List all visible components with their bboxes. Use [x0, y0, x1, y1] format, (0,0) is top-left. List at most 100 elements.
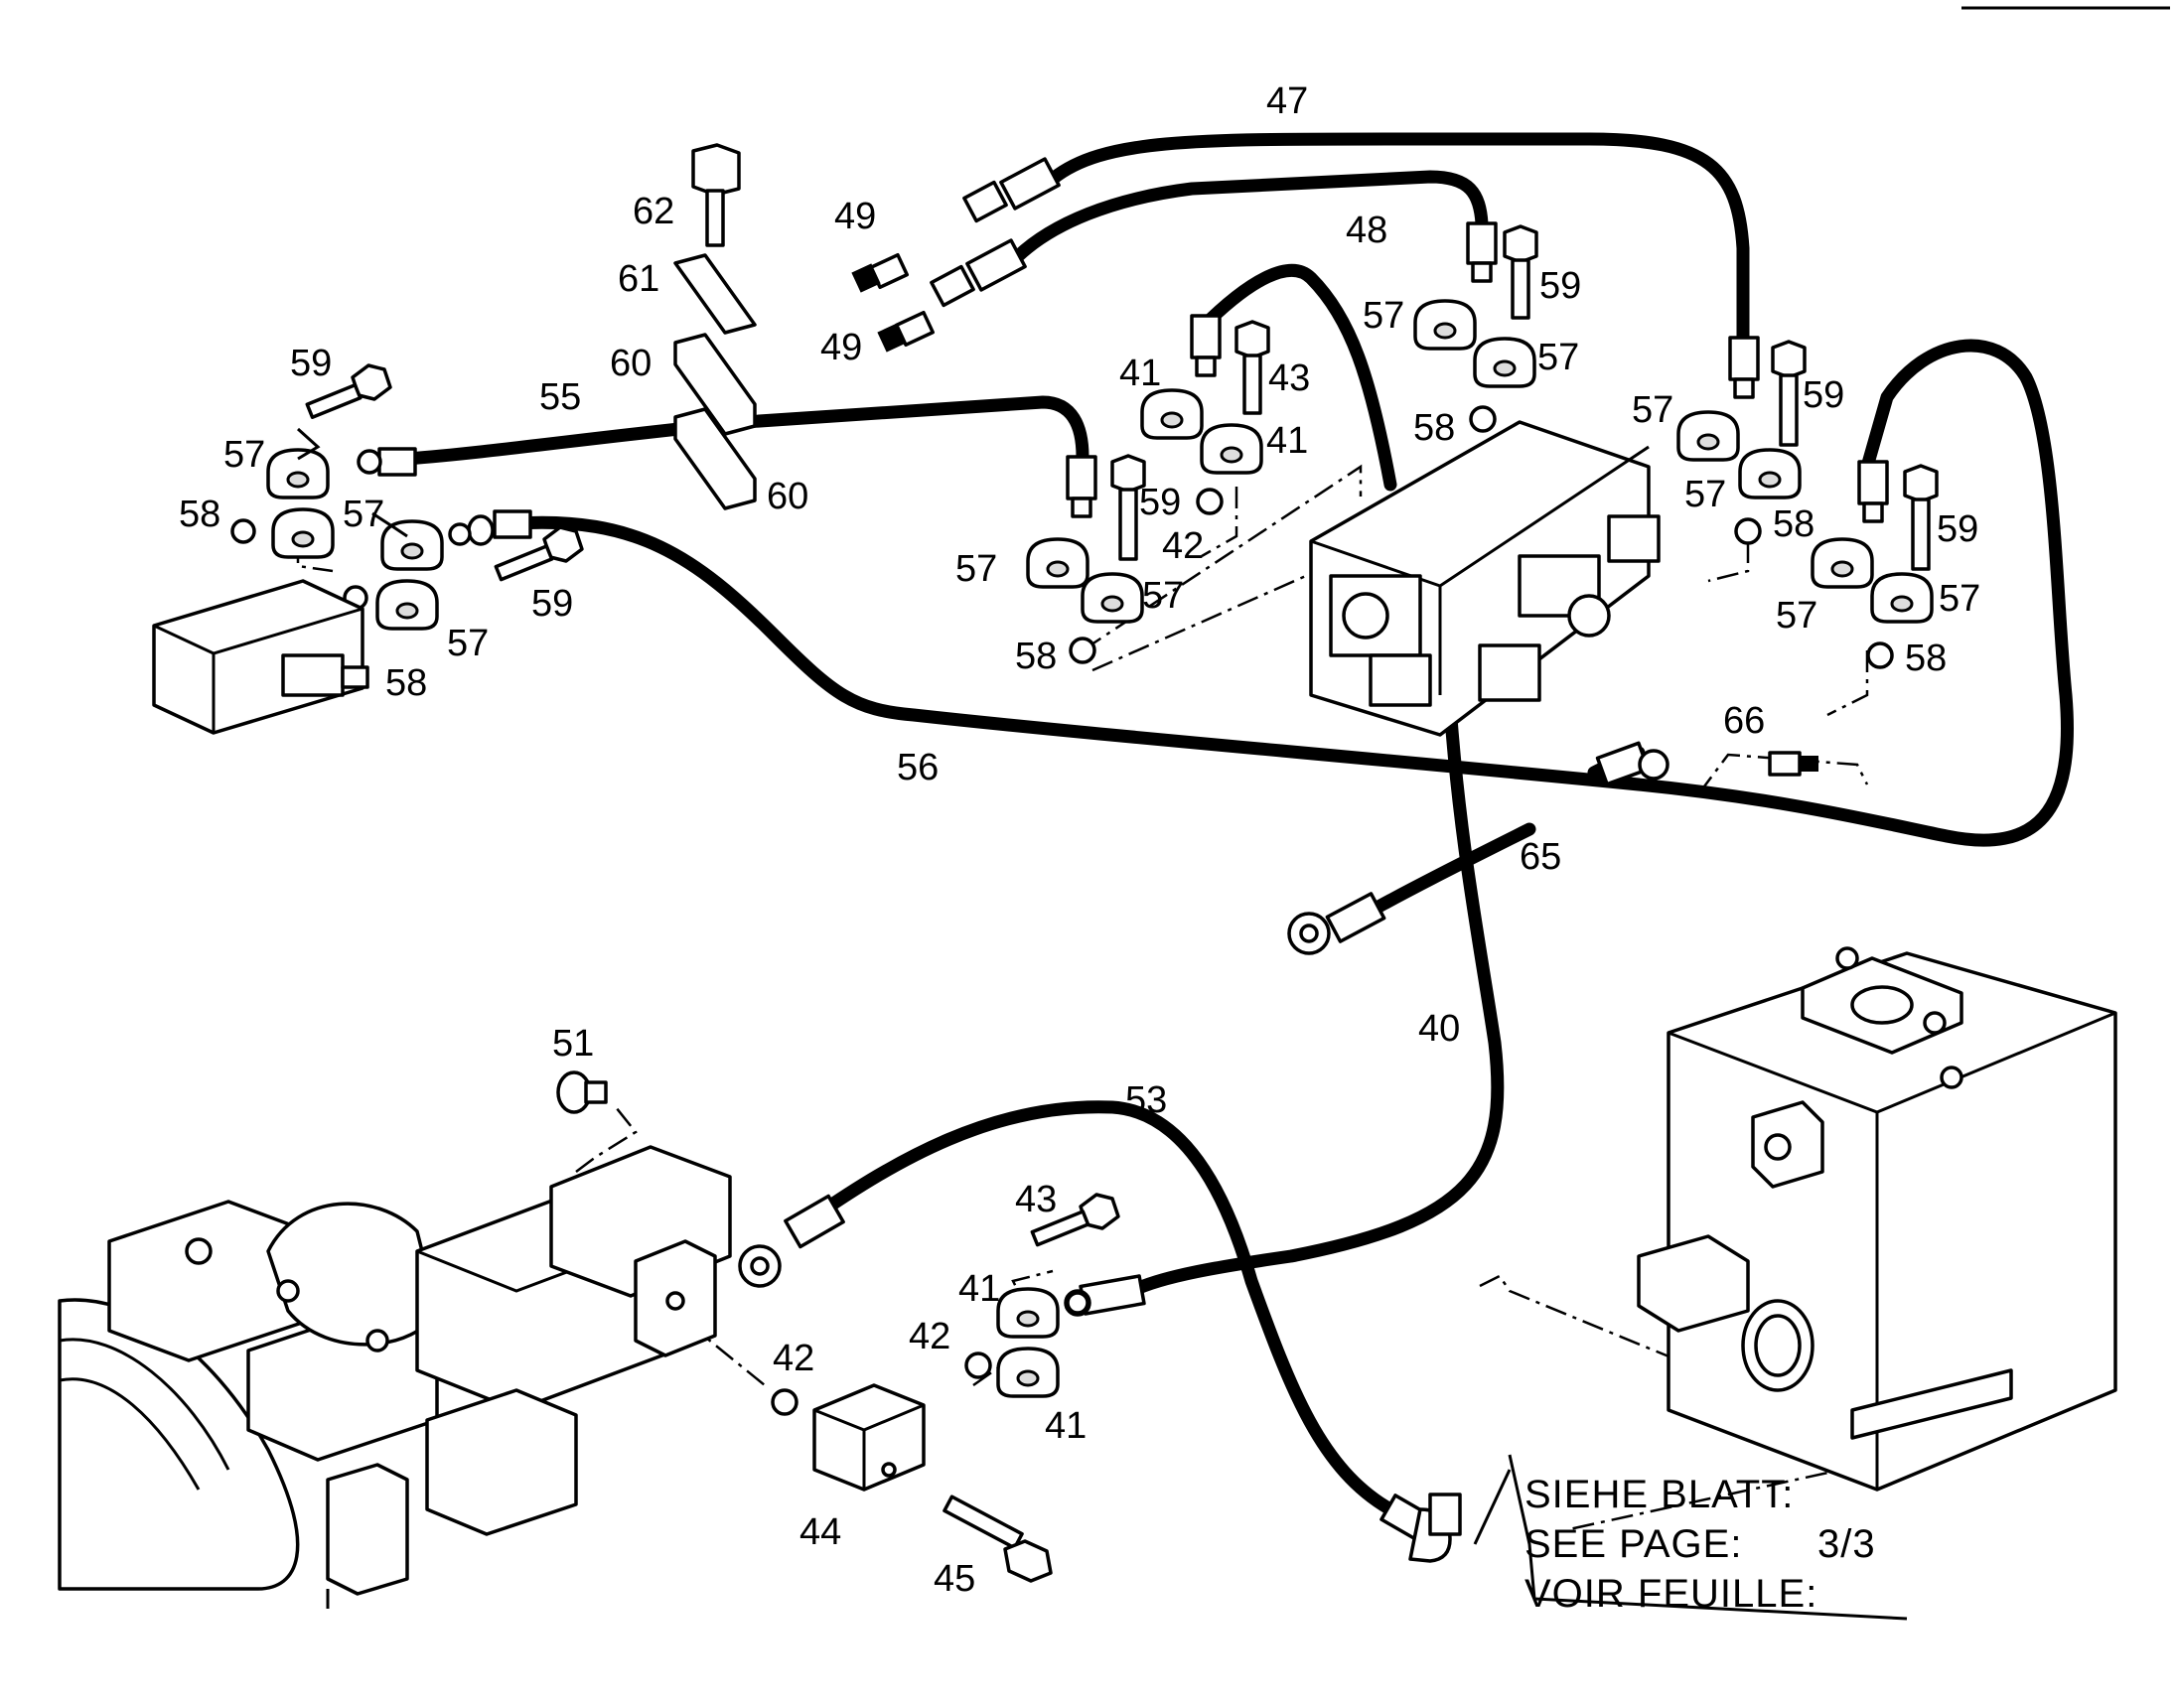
label-59-far: 59 — [1937, 508, 1978, 550]
label-57-right-a: 57 — [1632, 389, 1673, 431]
label-42-bottom-b: 42 — [909, 1316, 950, 1357]
bolt-43-top — [1234, 320, 1270, 415]
fitting-56-right — [1857, 460, 1889, 523]
bracket-60-top — [673, 333, 757, 436]
label-57-right-b: 57 — [1684, 474, 1726, 515]
label-62: 62 — [633, 191, 674, 232]
hose-40 — [1125, 698, 1505, 1298]
clamp-57-mid-a — [1026, 537, 1089, 589]
fitting-47-right — [1728, 336, 1760, 399]
label-51: 51 — [552, 1023, 594, 1065]
hydraulic-tank — [1637, 946, 2117, 1492]
hose-fittings — [357, 157, 1889, 1563]
label-41-bottom-b: 41 — [1045, 1405, 1087, 1447]
hose-48 — [1011, 170, 1489, 263]
seal-58-far — [1866, 641, 1894, 669]
hose-valve-top — [1195, 263, 1397, 492]
label-59-right: 59 — [1803, 374, 1844, 416]
label-42-bottom-a: 42 — [773, 1338, 814, 1379]
clamp-57-top-a — [1413, 299, 1477, 351]
clamp-57-far-a — [1811, 537, 1874, 589]
bolt-59-right — [1771, 340, 1807, 447]
clamp-41-bottom-b — [996, 1347, 1060, 1398]
label-59-top: 59 — [1539, 265, 1581, 307]
left-valve-block — [152, 579, 369, 735]
label-57-top-b: 57 — [1537, 337, 1579, 378]
fitting-53-left — [738, 1194, 845, 1288]
clamp-57-top-b — [1473, 337, 1536, 388]
note-line-de: SIEHE BLATT: — [1524, 1473, 1794, 1516]
label-45: 45 — [934, 1558, 975, 1600]
main-control-valve-block — [1309, 420, 1661, 737]
label-56: 56 — [897, 747, 939, 788]
seal-bottom-c — [1066, 1291, 1089, 1315]
label-58-far: 58 — [1905, 638, 1947, 679]
bolt-59-left-bottom — [494, 525, 584, 582]
label-58-left-bottom: 58 — [385, 662, 427, 704]
callout-labels: 47 48 49 49 62 61 60 60 59 59 59 59 59 5… — [179, 80, 1980, 1600]
label-58-mid: 58 — [1015, 636, 1057, 677]
label-57-far-a: 57 — [1776, 595, 1817, 637]
label-57-mid-a: 57 — [955, 548, 997, 590]
label-49-top: 49 — [834, 196, 876, 237]
plug-51 — [556, 1070, 608, 1114]
label-42-mid: 42 — [1162, 525, 1204, 567]
seal-58-mid — [1069, 637, 1096, 664]
adapter-49-bottom — [877, 310, 935, 353]
label-41-top-a: 41 — [1119, 353, 1161, 394]
clamp-57-mid-b — [1081, 572, 1144, 624]
bolt-45 — [943, 1494, 1053, 1583]
label-41-top-b: 41 — [1266, 420, 1308, 462]
bracket-60-bottom — [673, 407, 757, 510]
label-57-left-top: 57 — [223, 434, 265, 476]
label-59-left-top: 59 — [290, 343, 332, 384]
clamp-41-bottom-a — [996, 1287, 1060, 1339]
label-43-top: 43 — [1268, 357, 1310, 399]
reference-note: SIEHE BLATT: SEE PAGE: 3/3 VOIR FEUILLE: — [1524, 1473, 1876, 1616]
clamp-57-far-b — [1870, 572, 1934, 624]
label-47: 47 — [1266, 80, 1308, 122]
note-page-ref[interactable]: 3/3 — [1817, 1522, 1876, 1566]
bolt-59-mid — [1110, 454, 1146, 561]
engine-pump-assembly — [58, 1145, 732, 1609]
label-57-top-a: 57 — [1363, 295, 1404, 337]
hose-47 — [1046, 132, 1750, 350]
fitting-55-left — [357, 447, 417, 477]
fitting-47-left — [962, 157, 1061, 223]
clamp-57-right-a — [1676, 410, 1740, 462]
label-59-left-bottom: 59 — [531, 583, 573, 625]
label-53: 53 — [1125, 1079, 1167, 1121]
pump-adapter-block — [812, 1383, 926, 1492]
label-57-left-bottom: 57 — [447, 623, 489, 664]
hose-53 — [807, 1100, 1437, 1541]
seal-58-right — [1734, 517, 1762, 545]
clamp-41-a — [1140, 388, 1204, 440]
label-57-mid-b: 57 — [1142, 575, 1184, 617]
bolt-59-far — [1903, 464, 1939, 571]
adapter-49-top — [851, 252, 909, 293]
label-57-far-b: 57 — [1939, 578, 1980, 620]
fitting-48-left — [930, 238, 1027, 308]
clamp-57-left-b2 — [375, 579, 439, 631]
label-43-bottom: 43 — [1015, 1179, 1057, 1220]
seal-58-left-top — [230, 518, 256, 544]
seal-42-bottom-a — [771, 1388, 798, 1416]
label-57-left-mid: 57 — [343, 494, 384, 535]
label-61: 61 — [618, 258, 659, 300]
label-44: 44 — [799, 1511, 841, 1553]
seal-58-top — [1469, 405, 1497, 433]
label-41-bottom-a: 41 — [958, 1268, 1000, 1310]
label-60-bottom: 60 — [767, 476, 808, 517]
fitting-65 — [1287, 892, 1386, 955]
seals — [230, 405, 1894, 1416]
flange-clamps — [266, 299, 1934, 1398]
label-60-top: 60 — [610, 343, 652, 384]
clamp-57-left-b1 — [380, 519, 444, 571]
clamp-41-b — [1200, 423, 1263, 475]
label-59-mid: 59 — [1139, 482, 1181, 523]
label-40: 40 — [1418, 1008, 1460, 1050]
bolt-59-left-top — [305, 363, 392, 419]
fitting-56-left — [448, 509, 532, 546]
leader-lines — [296, 427, 1908, 1621]
seal-42-mid — [1196, 488, 1224, 515]
